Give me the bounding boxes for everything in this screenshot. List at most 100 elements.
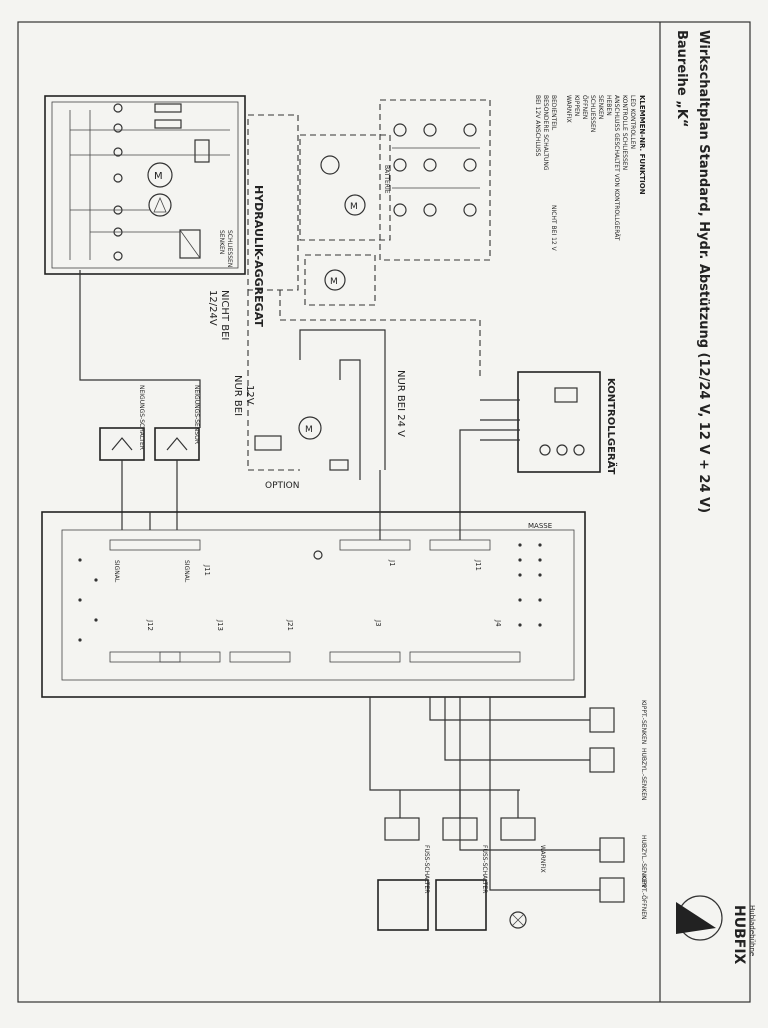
sensor-box: [589, 747, 615, 773]
legend-row: WARNFIX: [565, 95, 572, 123]
diagram-title: Wirkschaltplan Standard, Hydr. Abstützun…: [696, 30, 711, 513]
motor-icon: [147, 162, 173, 188]
kontroll-label: KONTROLLGERÄT: [605, 378, 619, 475]
dashed-relay-module: [304, 254, 376, 306]
fuss-schalter-label: FUSS-SCHALTER: [423, 845, 430, 893]
neigungs-schalter-box: [99, 427, 145, 461]
option-label: OPTION: [265, 481, 299, 491]
connector-label: J4: [494, 619, 502, 627]
lamp-cross: [511, 913, 525, 927]
dashed-battery-module: [299, 134, 391, 241]
controller-board: MASSE SIGNAL SIGNAL J11 J1 J11 J12 J13 J…: [41, 470, 586, 698]
legend-row: SENKEN: [597, 95, 604, 119]
sensor-box: [599, 837, 625, 863]
connector-label: J12: [146, 619, 154, 631]
wire: [79, 270, 201, 428]
status-led-icon: [313, 550, 323, 560]
led-icon: [556, 444, 568, 456]
wire: [459, 429, 520, 520]
motor-24v-block: M: [254, 329, 386, 480]
dashed-link: [279, 290, 481, 380]
brand-name: HUBFIX: [731, 905, 747, 965]
legend-row: ANSCHLUSS GESCHALTET VON KONTROLLGERÄT: [613, 95, 620, 241]
motor-label: M: [305, 425, 313, 435]
neigungs-schalter-label: NEIGUNGS-SCHALTER: [138, 385, 145, 450]
warning-lamp-icon: [509, 911, 527, 929]
legend-row: HEBEN: [605, 95, 612, 116]
signal-label: SIGNAL: [113, 560, 120, 583]
legend-row: ÖFFNEN: [581, 95, 588, 119]
motor-icon: [344, 194, 366, 216]
wire: [339, 359, 361, 480]
connector-labels: J11 J1 J11 J12 J13 J21 J3 J4: [146, 559, 502, 631]
indicator-icon: [423, 203, 437, 217]
led-icon: [539, 444, 551, 456]
legend-note: NICHT BEI 12 V: [550, 205, 557, 252]
sensor-label: KIPPT.-ÖFFNEN: [640, 875, 647, 920]
kontrollgeraet-frame: [517, 371, 601, 473]
wire: [444, 697, 590, 761]
motor-label: M: [330, 277, 338, 287]
sensor-box: [589, 707, 615, 733]
connector-label: J11: [474, 559, 482, 571]
valve-coil-icon: [179, 229, 201, 259]
nicht-bei-volt: 12/24V: [207, 290, 218, 326]
warnfix-box: [500, 817, 536, 841]
outer-frame: [17, 21, 751, 1003]
wire: [369, 697, 520, 791]
legend-note: BESONDERE SCHALTUNG: [542, 95, 549, 171]
fuss-pedal-frame: [435, 879, 487, 931]
nur-bei-12-label: NUR BEI: [232, 375, 243, 416]
hydraulik-aggregat-block: M SCHLIESSEN SENKEN: [44, 95, 246, 275]
dashed-harness: [247, 114, 299, 291]
controller-frame: [41, 511, 586, 698]
relay-icon: [254, 435, 282, 451]
masse-label: MASSE: [528, 522, 552, 530]
relay-icon: [554, 387, 578, 403]
sensor-label: KIPPT.-SENKEN: [640, 700, 647, 744]
brand-tagline: Hubladebühne: [748, 905, 756, 956]
fuss-schalter-label: FUSS-SCHALTER: [481, 845, 488, 893]
signal-label: SIGNAL: [183, 560, 190, 583]
fuss-pedal-frame: [377, 879, 429, 931]
motor-icon: [298, 416, 322, 440]
legend-note: BEI 12V ANSCHLUSS: [534, 95, 541, 157]
hubfix-logo: HUBFIX Hubladebühne: [676, 895, 756, 965]
wire: [299, 329, 386, 470]
kontrollgeraet-block: KONTROLLGERÄT: [459, 371, 619, 520]
switch-icon: [166, 437, 188, 451]
diagram-subtitle: Baureihe „K“: [674, 30, 689, 127]
legend-row: KIPPEN: [573, 95, 580, 116]
motor-icon: [324, 269, 346, 291]
legend-row: LED KONTROLLEN: [629, 95, 636, 149]
sensor-label: HUBZYL.-SENKEN: [640, 835, 647, 888]
valve-coil-mark: [179, 229, 201, 259]
pump-arrow-icon: [153, 196, 167, 213]
wire: [459, 697, 600, 851]
legend: KLEMMEN-NR. FUNKTION LED KONTROLLEN KONT…: [534, 95, 646, 252]
sensor-label: HUBZYL.-SENKEN: [640, 748, 647, 801]
fuse-icon: [154, 103, 182, 113]
neigungs-switches: NEIGUNGS-SCHALTER NEIGUNGS-SENSOR: [79, 270, 201, 530]
fuse-icon: [154, 119, 182, 129]
switch-icon: [111, 437, 133, 451]
senken-label: SENKEN: [218, 230, 225, 254]
indicator-icon: [423, 123, 437, 137]
dashed-control-module: [379, 99, 491, 261]
legend-heading: KLEMMEN-NR. FUNKTION: [638, 95, 646, 195]
controller-inner: [61, 529, 575, 681]
led-icon: [573, 444, 585, 456]
lamp-icon: [320, 155, 340, 175]
neigungs-sensor-box: [154, 427, 200, 461]
hydraulik-inner-frame: [51, 101, 239, 269]
indicator-icon: [423, 158, 437, 172]
nur-bei-12-volt: 12V: [244, 385, 255, 405]
connector-label: J11: [203, 564, 211, 576]
sensor-box: [599, 877, 625, 903]
motor-label: M: [350, 202, 358, 212]
legend-row: SCHLIESSEN: [589, 95, 596, 132]
warnfix-label: WARNFIX: [539, 845, 546, 873]
indicator-icon: [463, 203, 477, 217]
